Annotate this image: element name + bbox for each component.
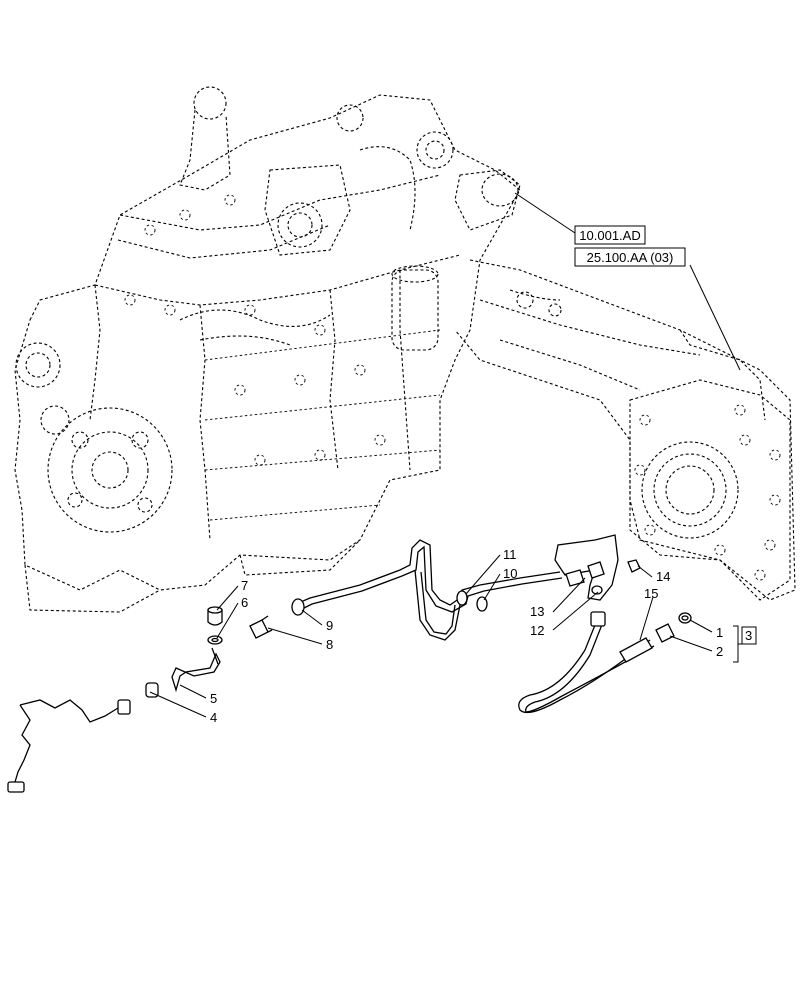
plug-part-7 xyxy=(207,606,223,626)
hose-part-15 xyxy=(518,611,655,714)
fitting-part-11 xyxy=(456,590,468,606)
callout-3-box xyxy=(741,626,757,645)
callout-4[interactable]: 4 xyxy=(210,710,217,725)
ref-engine-label: 10.001.AD xyxy=(579,228,640,243)
callout-7[interactable]: 7 xyxy=(241,578,248,593)
washer-part-6 xyxy=(207,635,223,645)
callout-9[interactable]: 9 xyxy=(326,618,333,633)
engine-block-outline xyxy=(14,86,521,613)
fitting-part-13 xyxy=(565,561,605,587)
axle-housing-outline xyxy=(454,259,796,601)
adapter-part-2 xyxy=(655,623,675,643)
pipe-part-9 xyxy=(291,539,563,641)
callout-13[interactable]: 13 xyxy=(530,604,544,619)
fitting-part-8 xyxy=(249,615,273,639)
fitting-part-10 xyxy=(476,596,488,612)
callout-2[interactable]: 2 xyxy=(716,644,723,659)
callout-3[interactable]: 3 xyxy=(745,628,752,643)
callout-8[interactable]: 8 xyxy=(326,637,333,652)
ref-box-engine[interactable]: 10.001.AD xyxy=(574,225,646,245)
callout-1[interactable]: 1 xyxy=(716,625,723,640)
bracket-part-5 xyxy=(171,647,221,693)
callout-10[interactable]: 10 xyxy=(503,566,517,581)
leader-lines xyxy=(149,192,742,718)
callout-11[interactable]: 11 xyxy=(503,547,517,562)
callout-12[interactable]: 12 xyxy=(530,623,544,638)
callouts: 1 2 3 4 5 6 7 8 9 10 11 12 13 14 15 xyxy=(210,547,757,725)
callout-6[interactable]: 6 xyxy=(241,595,248,610)
ref-box-axle[interactable]: 25.100.AA (03) xyxy=(574,247,686,267)
callout-5[interactable]: 5 xyxy=(210,691,217,706)
callout-14[interactable]: 14 xyxy=(656,569,670,584)
sensor-harness xyxy=(7,682,159,793)
seal-part-1 xyxy=(678,612,692,624)
callout-15[interactable]: 15 xyxy=(644,586,658,601)
bracket-part-12 xyxy=(554,534,619,601)
ref-axle-label: 25.100.AA (03) xyxy=(587,250,674,265)
